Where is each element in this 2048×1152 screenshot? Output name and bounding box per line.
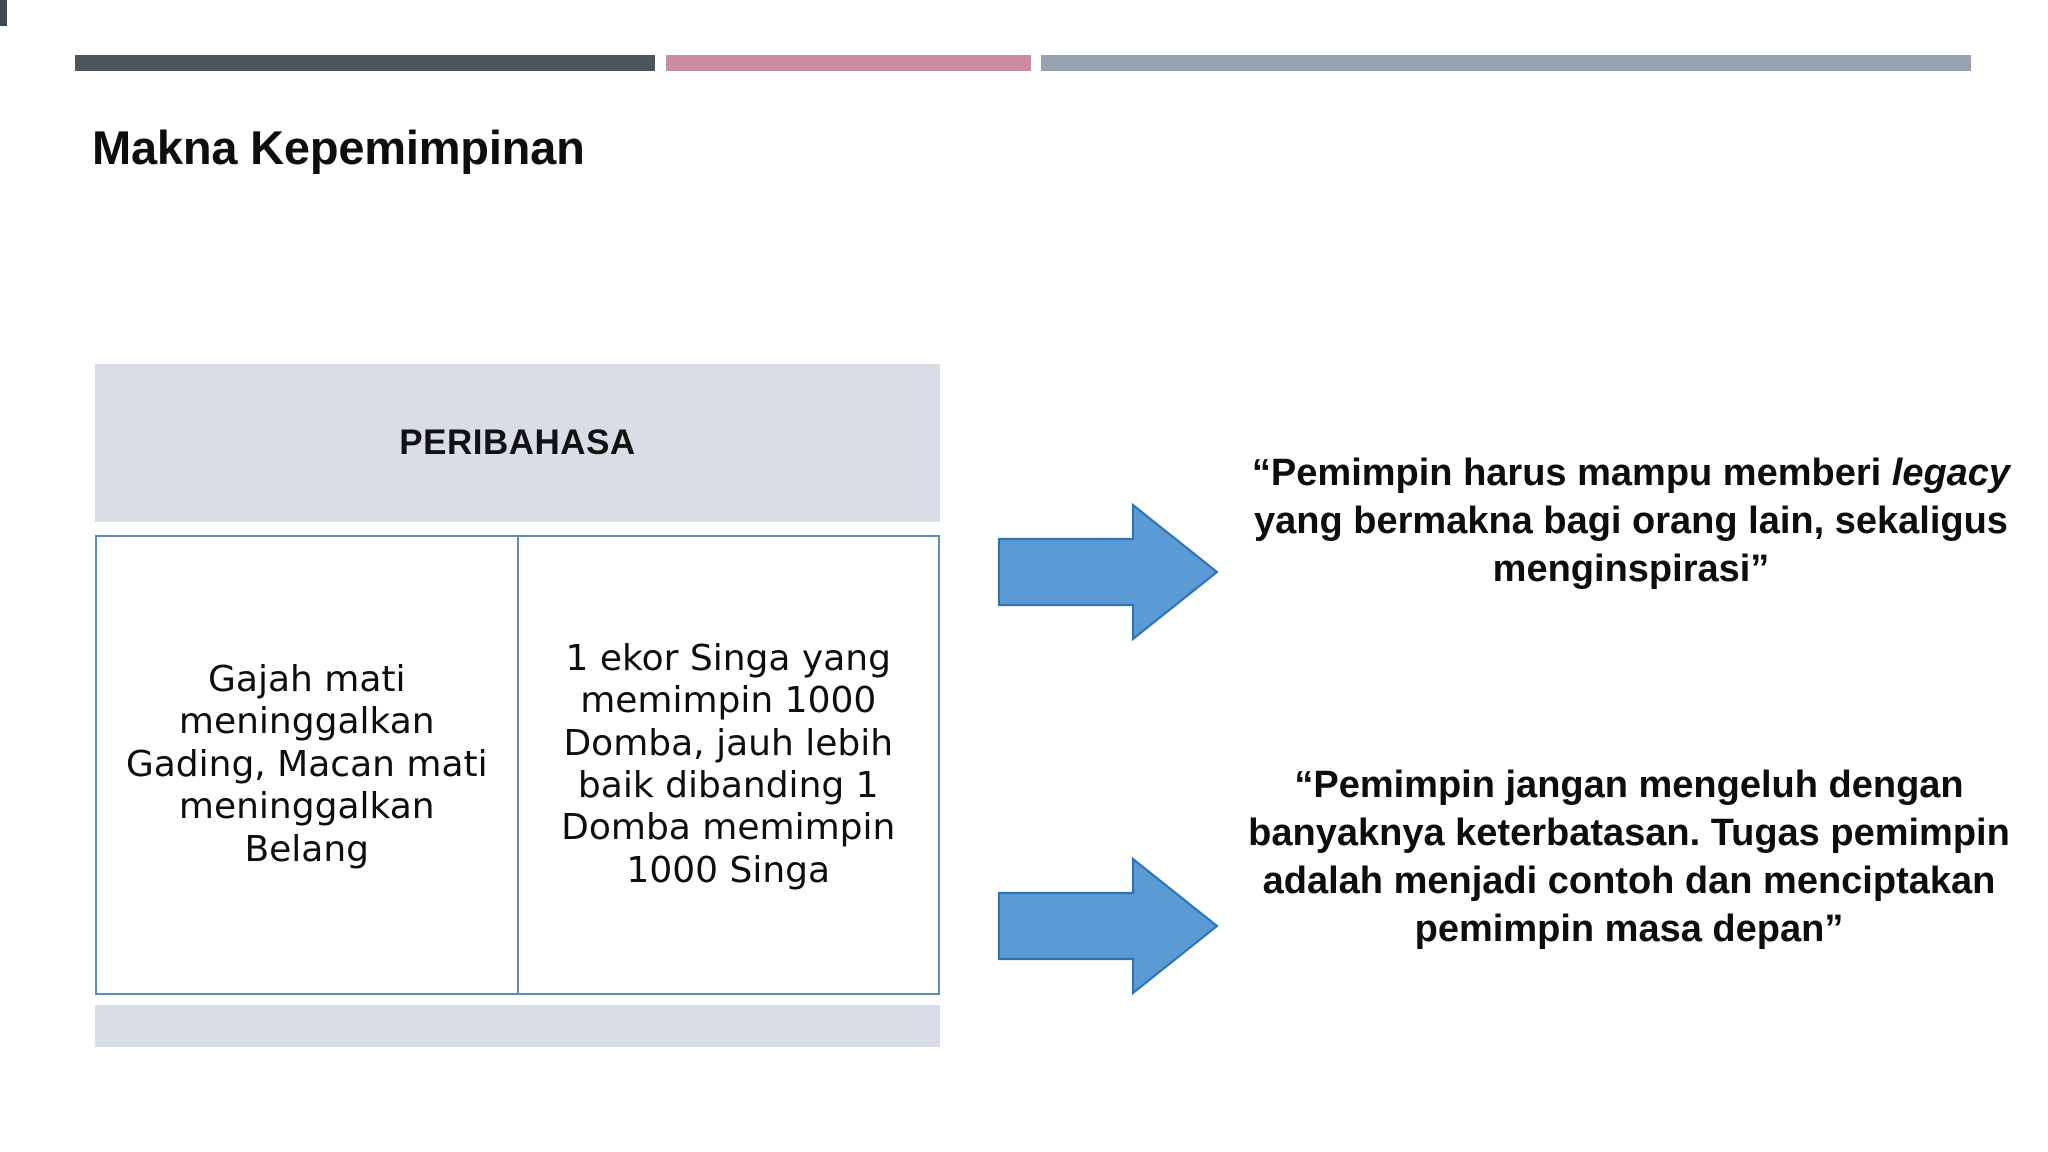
table-cell-peribahasa-2: 1 ekor Singa yang memimpin 1000 Domba, j… [561, 637, 896, 891]
table-header: PERIBAHASA [95, 364, 940, 522]
decor-bar-gray [1041, 55, 1971, 71]
quote-legacy-tail: yang bermakna bagi orang lain, sekaligus… [1254, 499, 2008, 590]
peribahasa-table: PERIBAHASA Gajah mati meninggalkan Gadin… [95, 364, 940, 1047]
table-body: Gajah mati meninggalkan Gading, Macan ma… [95, 535, 940, 995]
decor-bar-dark [75, 55, 655, 71]
right-arrow-icon [997, 857, 1219, 995]
table-cell-peribahasa-1: Gajah mati meninggalkan Gading, Macan ma… [97, 537, 519, 993]
decor-bar-edge-fragment [0, 0, 7, 26]
decor-bar-pink [666, 55, 1031, 71]
table-header-label: PERIBAHASA [399, 423, 636, 462]
quote-keterbatasan: “Pemimpin jangan mengeluh dengan banyakn… [1248, 764, 2010, 950]
right-arrow-icon [997, 503, 1219, 641]
table-footer-bar [95, 1005, 940, 1047]
quote-legacy: “Pemimpin harus mampu memberi legacy yan… [1250, 450, 2012, 594]
page-title: Makna Kepemimpinan [92, 121, 585, 174]
quote-legacy-emphasis: legacy [1891, 452, 2011, 494]
quote-legacy-lead: “Pemimpin harus mampu memberi [1251, 452, 1892, 494]
